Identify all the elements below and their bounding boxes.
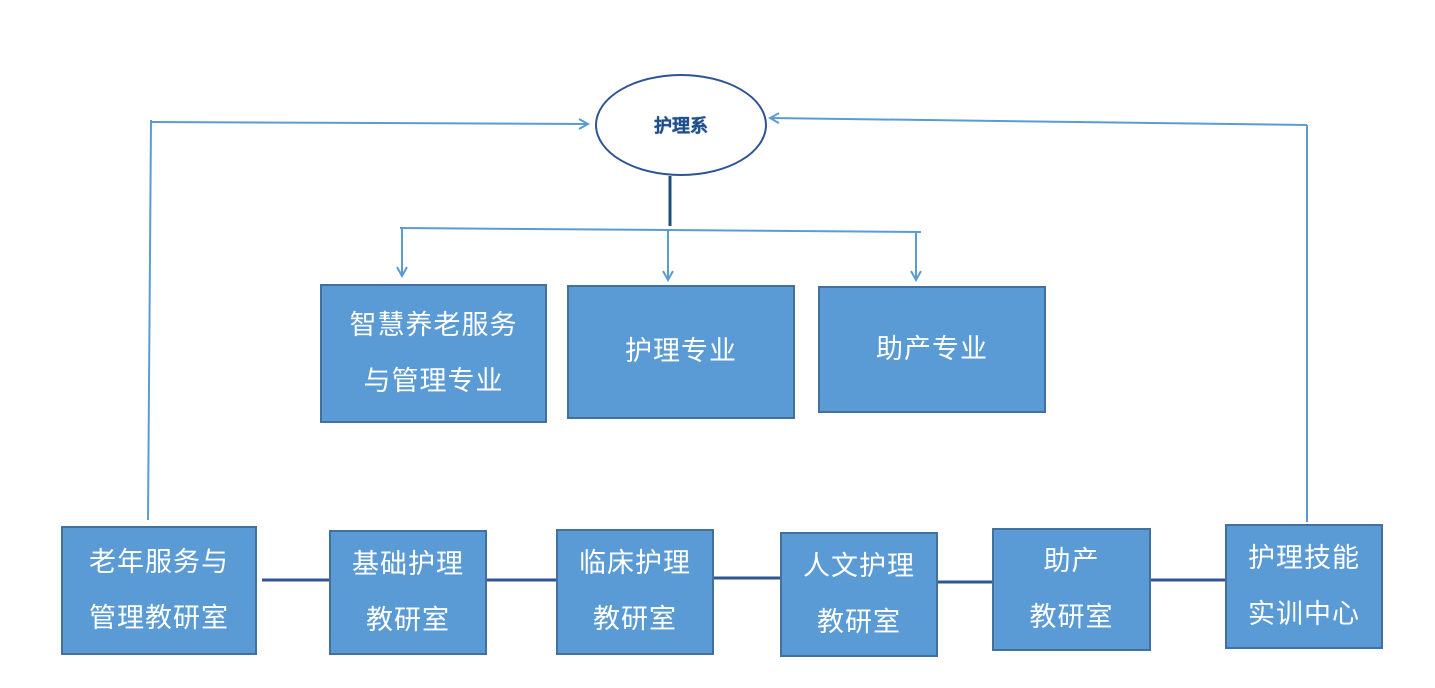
- office-clinical-nursing: 临床护理 教研室: [556, 529, 714, 655]
- office-label-line2: 教研室: [1029, 601, 1114, 633]
- office-label-line1: 临床护理: [579, 548, 691, 579]
- major-label-line1: 智慧养老服务: [349, 309, 518, 341]
- office-elderly-service: 老年服务与 管理教研室: [61, 526, 257, 655]
- root-node-nursing-dept: 护理系: [595, 74, 767, 176]
- office-label-line1: 基础护理: [352, 548, 464, 580]
- office-label-line2: 教研室: [366, 604, 450, 636]
- left-loop-vertical: [147, 119, 152, 521]
- root-node-label: 护理系: [654, 116, 708, 137]
- major-smart-elderly-care: 智慧养老服务 与管理专业: [320, 284, 547, 423]
- major-label-line2: 与管理专业: [363, 365, 504, 397]
- major-label-line1: 助产专业: [876, 333, 988, 365]
- office-label-line2: 实训中心: [1248, 598, 1360, 630]
- office-label-line2: 教研室: [593, 604, 677, 635]
- distribution-bar: [399, 227, 922, 233]
- office-label-line1: 老年服务与: [89, 546, 229, 578]
- office-humanistic-nursing: 人文护理 教研室: [780, 532, 938, 657]
- office-label-line2: 管理教研室: [89, 602, 229, 634]
- office-label-line1: 助产: [1043, 545, 1100, 577]
- office-basic-nursing: 基础护理 教研室: [329, 530, 487, 655]
- right-loop-arrow: [770, 118, 1308, 126]
- office-nursing-skills-center: 护理技能 实训中心: [1225, 524, 1383, 649]
- major-midwifery: 助产专业: [818, 286, 1046, 413]
- office-label-line1: 人文护理: [803, 550, 915, 582]
- major-nursing: 护理专业: [567, 285, 795, 419]
- office-label-line2: 教研室: [817, 606, 901, 638]
- office-label-line1: 护理技能: [1248, 542, 1360, 574]
- major-label-line1: 护理专业: [625, 336, 737, 367]
- left-loop-arrow: [150, 122, 588, 124]
- office-midwifery: 助产 教研室: [992, 528, 1151, 651]
